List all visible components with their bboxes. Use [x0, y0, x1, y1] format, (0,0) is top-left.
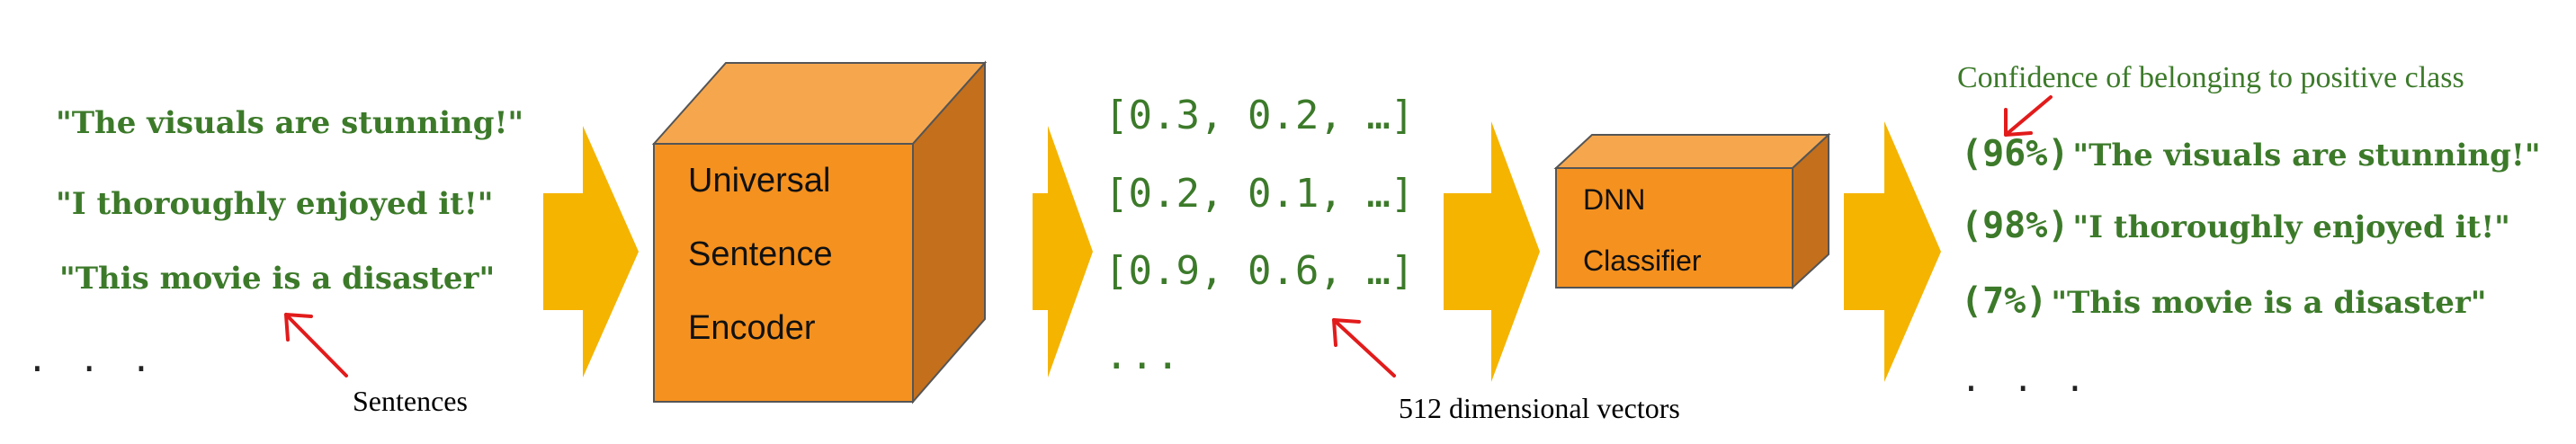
classifier-label-line-2: Classifier: [1583, 244, 1702, 277]
encoder-label-line-2: Sentence: [688, 235, 833, 273]
flow-arrow-1: [543, 126, 639, 377]
confidence-value-1: (96%): [1961, 133, 2070, 174]
output-header: Confidence of belonging to positive clas…: [1957, 61, 2464, 94]
encoder-label-line-1: Universal: [688, 162, 831, 200]
output-sentence-3: "This movie is a disaster": [2051, 285, 2487, 321]
encoder-label-line-3: Encoder: [688, 309, 816, 347]
vectors-annotation: 512 dimensional vectors: [1399, 392, 1680, 424]
confidence-value-3: (7%): [1961, 280, 2048, 322]
classifier-label-line-1: DNN: [1583, 183, 1646, 216]
input-sentence-3: "This movie is a disaster": [59, 261, 496, 297]
confidence-pointer-arrow: [2004, 95, 2053, 137]
output-sentence-1: "The visuals are stunning!": [2072, 138, 2541, 173]
encoder-cube: [651, 60, 988, 404]
classifier-cube-top: [1553, 134, 1831, 169]
vectors-pointer-arrow: [1332, 318, 1396, 377]
output-item-2: (98%) "I thoroughly enjoyed it!": [1961, 205, 2510, 246]
output-ellipsis: . . .: [1961, 360, 2091, 399]
sentences-pointer-arrow: [284, 313, 348, 377]
sentences-annotation: Sentences: [353, 385, 468, 417]
output-item-3: (7%) "This movie is a disaster": [1961, 280, 2486, 322]
confidence-value-2: (98%): [1961, 205, 2070, 246]
classifier-cube-front: [1555, 167, 1793, 289]
input-sentence-2: "I thoroughly enjoyed it!": [56, 186, 494, 222]
vectors-ellipsis: ...: [1105, 333, 1182, 378]
flow-arrow-4: [1844, 121, 1941, 382]
encoder-cube-front: [653, 143, 914, 403]
vector-row-1: [0.3, 0.2, …]: [1105, 93, 1415, 138]
vector-row-3: [0.9, 0.6, …]: [1105, 248, 1415, 294]
input-sentence-1: "The visuals are stunning!": [56, 105, 524, 141]
output-sentence-2: "I thoroughly enjoyed it!": [2072, 209, 2510, 245]
input-ellipsis: . . .: [27, 340, 157, 379]
flow-arrow-2: [1033, 126, 1093, 377]
vector-row-2: [0.2, 0.1, …]: [1105, 171, 1415, 217]
flow-arrow-3: [1444, 121, 1540, 382]
classifier-cube: [1553, 132, 1831, 290]
output-item-1: (96%) "The visuals are stunning!": [1961, 133, 2541, 174]
